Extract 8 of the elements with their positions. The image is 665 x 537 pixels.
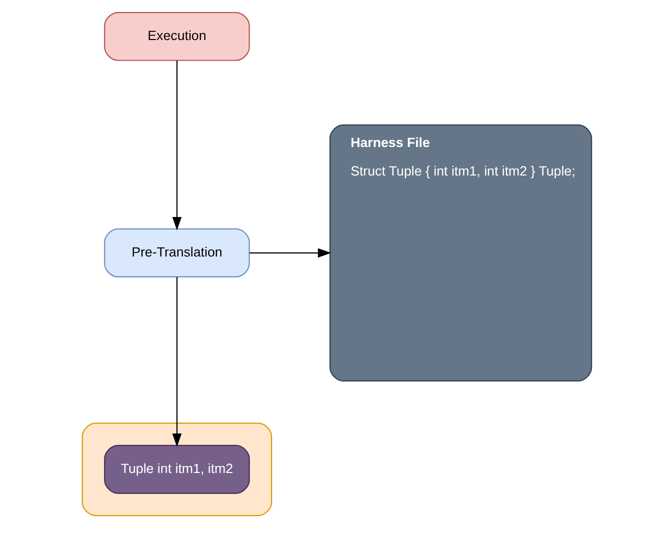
arrow [172, 276, 182, 447]
cluster [82, 422, 272, 516]
arrow [172, 60, 182, 230]
node-box: Pre-Translation [104, 228, 250, 278]
node-box: Harness File Struct Tuple { int itm1, int itm2 } Tuple; [329, 124, 592, 382]
node-box: Execution [104, 12, 250, 61]
node-box: Tuple int itm1, itm2 [104, 444, 250, 494]
arrow [250, 248, 332, 258]
